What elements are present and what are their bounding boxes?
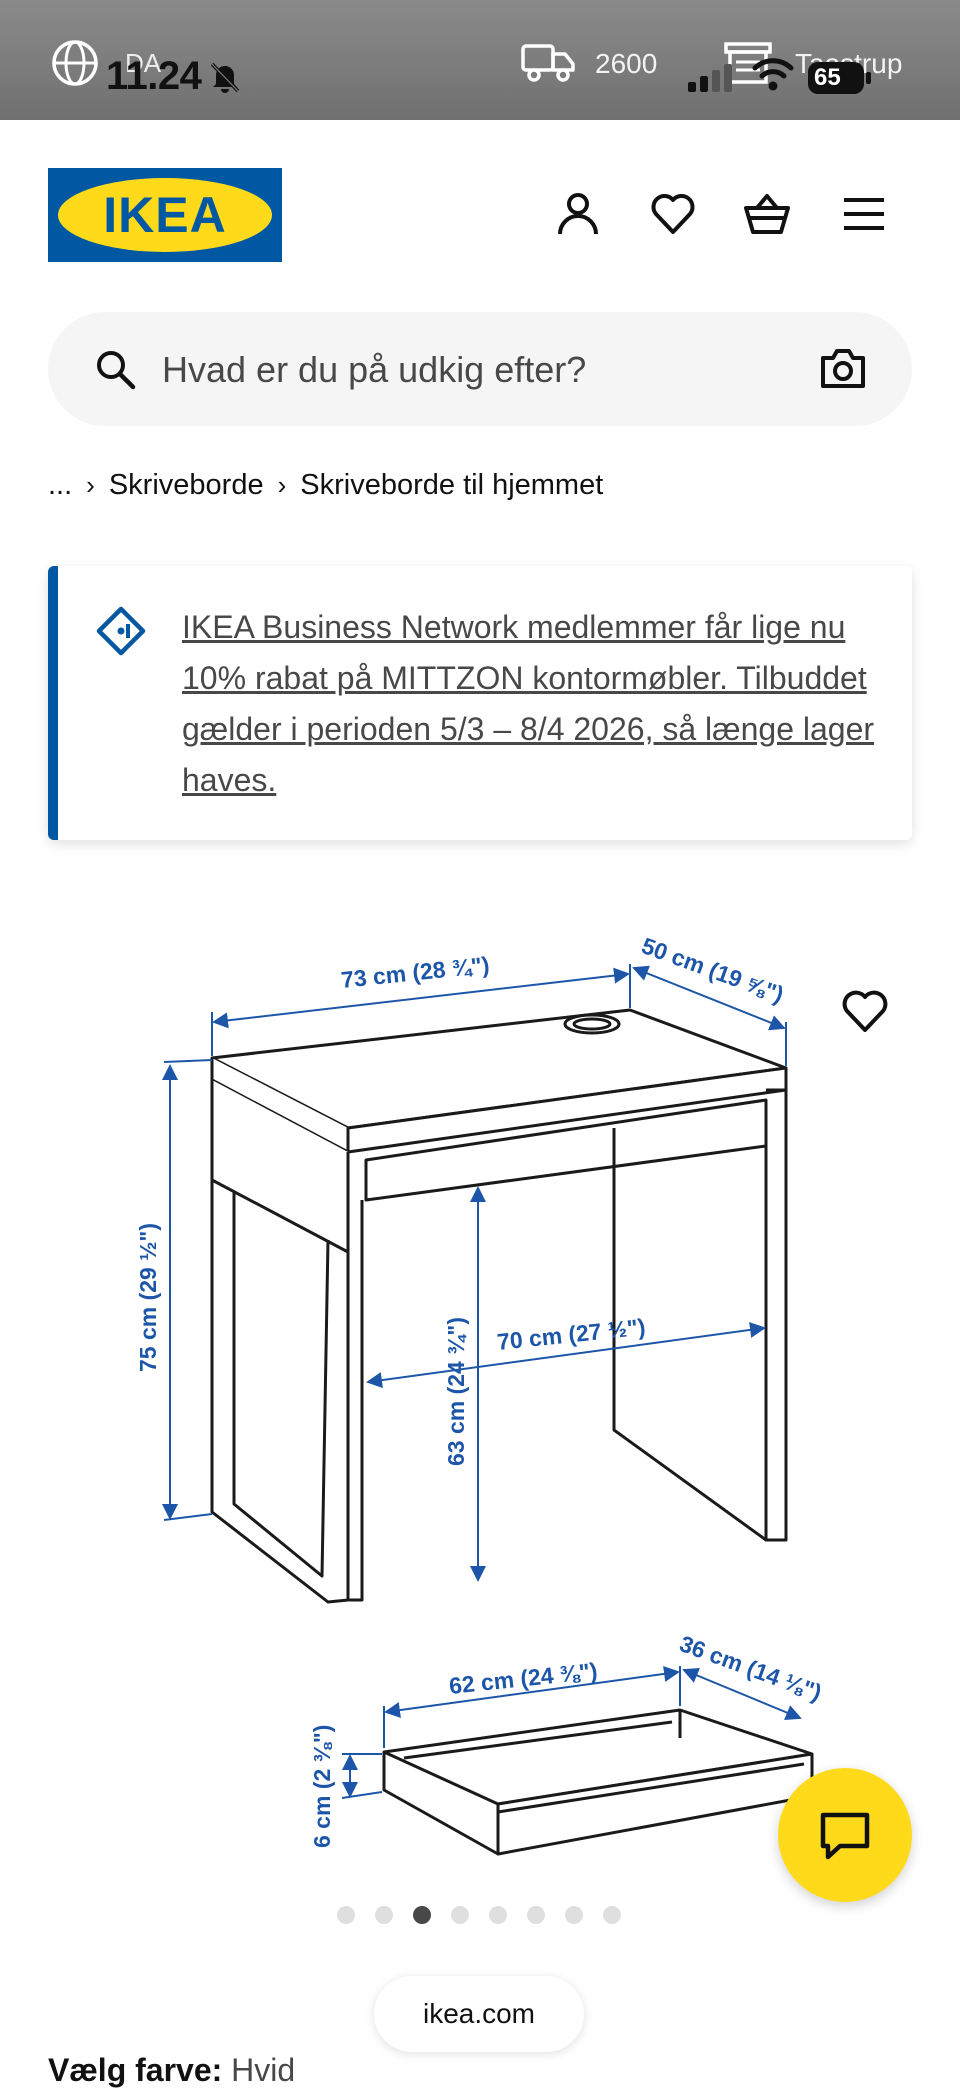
chevron-right-icon: › [86,469,95,500]
ikea-logo[interactable]: IKEA [48,168,282,262]
price-tag-icon [96,606,146,656]
carousel-dot[interactable] [527,1906,545,1924]
battery-icon [808,62,864,94]
status-time: 11.24 [106,54,202,98]
battery-nub [866,72,871,84]
basket-icon[interactable] [743,190,791,238]
promo-banner: IKEA Business Network medlemmer får lige… [48,566,912,840]
bell-muted-icon [210,62,240,93]
dimension-lines [162,964,802,1799]
logo-oval [58,178,272,252]
carousel-pagination [0,1906,960,1926]
carousel-dot[interactable] [375,1906,393,1924]
search-bar[interactable]: Hvad er du på udkig efter? [48,312,912,426]
cell-signal-icon [688,64,732,92]
carousel-dot[interactable] [413,1906,431,1924]
breadcrumb-skriveborde-til-hjemmet[interactable]: Skriveborde til hjemmet [300,468,604,501]
color-label: Vælg farve: [48,2052,223,2088]
dim-clearance: 63 cm (24 ¾") [443,1317,469,1466]
breadcrumb-skriveborde[interactable]: Skriveborde [108,468,264,501]
dim-height: 75 cm (29 ½") [135,1223,161,1372]
drawer-drawing [382,1708,814,1856]
carousel-dot[interactable] [451,1906,469,1924]
search-icon [97,351,136,390]
logo-wordmark: IKEA [103,187,227,243]
carousel-dot[interactable] [603,1906,621,1924]
breadcrumb: ... › Skriveborde › Skriveborde til hjemmet [48,468,603,502]
breadcrumb-ellipsis[interactable]: ... [48,468,73,501]
menu-icon[interactable] [840,190,888,238]
color-selector[interactable]: Vælg farve: Hvid [48,2052,295,2089]
dim-inner-width: 70 cm (27 ½") [496,1314,647,1355]
add-to-favourites-icon[interactable] [840,988,890,1034]
chat-button[interactable] [778,1768,912,1902]
battery-indicator: 65 [808,62,872,94]
search-input[interactable]: Hvad er du på udkig efter? [162,349,587,390]
color-value: Hvid [231,2052,296,2088]
user-icon[interactable] [554,190,602,238]
dim-drawer-height: 6 cm (2 ⅜") [309,1725,335,1848]
carousel-dot[interactable] [489,1906,507,1924]
browser-url-bar[interactable]: ikea.com [374,1976,584,2052]
language-label[interactable]: DA [125,48,162,78]
top-bar: DA 11.24 2600 Taastrup 65 [0,0,960,120]
delivery-truck-icon[interactable] [520,40,576,84]
dim-drawer-depth: 36 cm (14 ⅛") [676,1630,825,1705]
carousel-dot[interactable] [337,1906,355,1924]
promo-link[interactable]: IKEA Business Network medlemmer får lige… [182,609,875,798]
globe-icon[interactable] [50,38,100,88]
dim-depth: 50 cm (19 ⅝") [638,932,787,1007]
dim-width: 73 cm (28 ¾") [340,952,491,993]
desk-drawing [210,1008,788,1604]
battery-level: 65 [814,64,841,91]
chevron-right-icon: › [277,469,287,500]
wifi-icon [752,58,794,91]
product-dimension-image[interactable]: 73 cm (28 ¾") 50 cm (19 ⅝") 75 cm (29 ½"… [0,900,960,1880]
camera-icon[interactable] [820,346,866,390]
carousel-dot[interactable] [565,1906,583,1924]
chat-icon [820,1812,870,1860]
postal-code[interactable]: 2600 [595,48,658,79]
heart-icon[interactable] [649,190,697,238]
